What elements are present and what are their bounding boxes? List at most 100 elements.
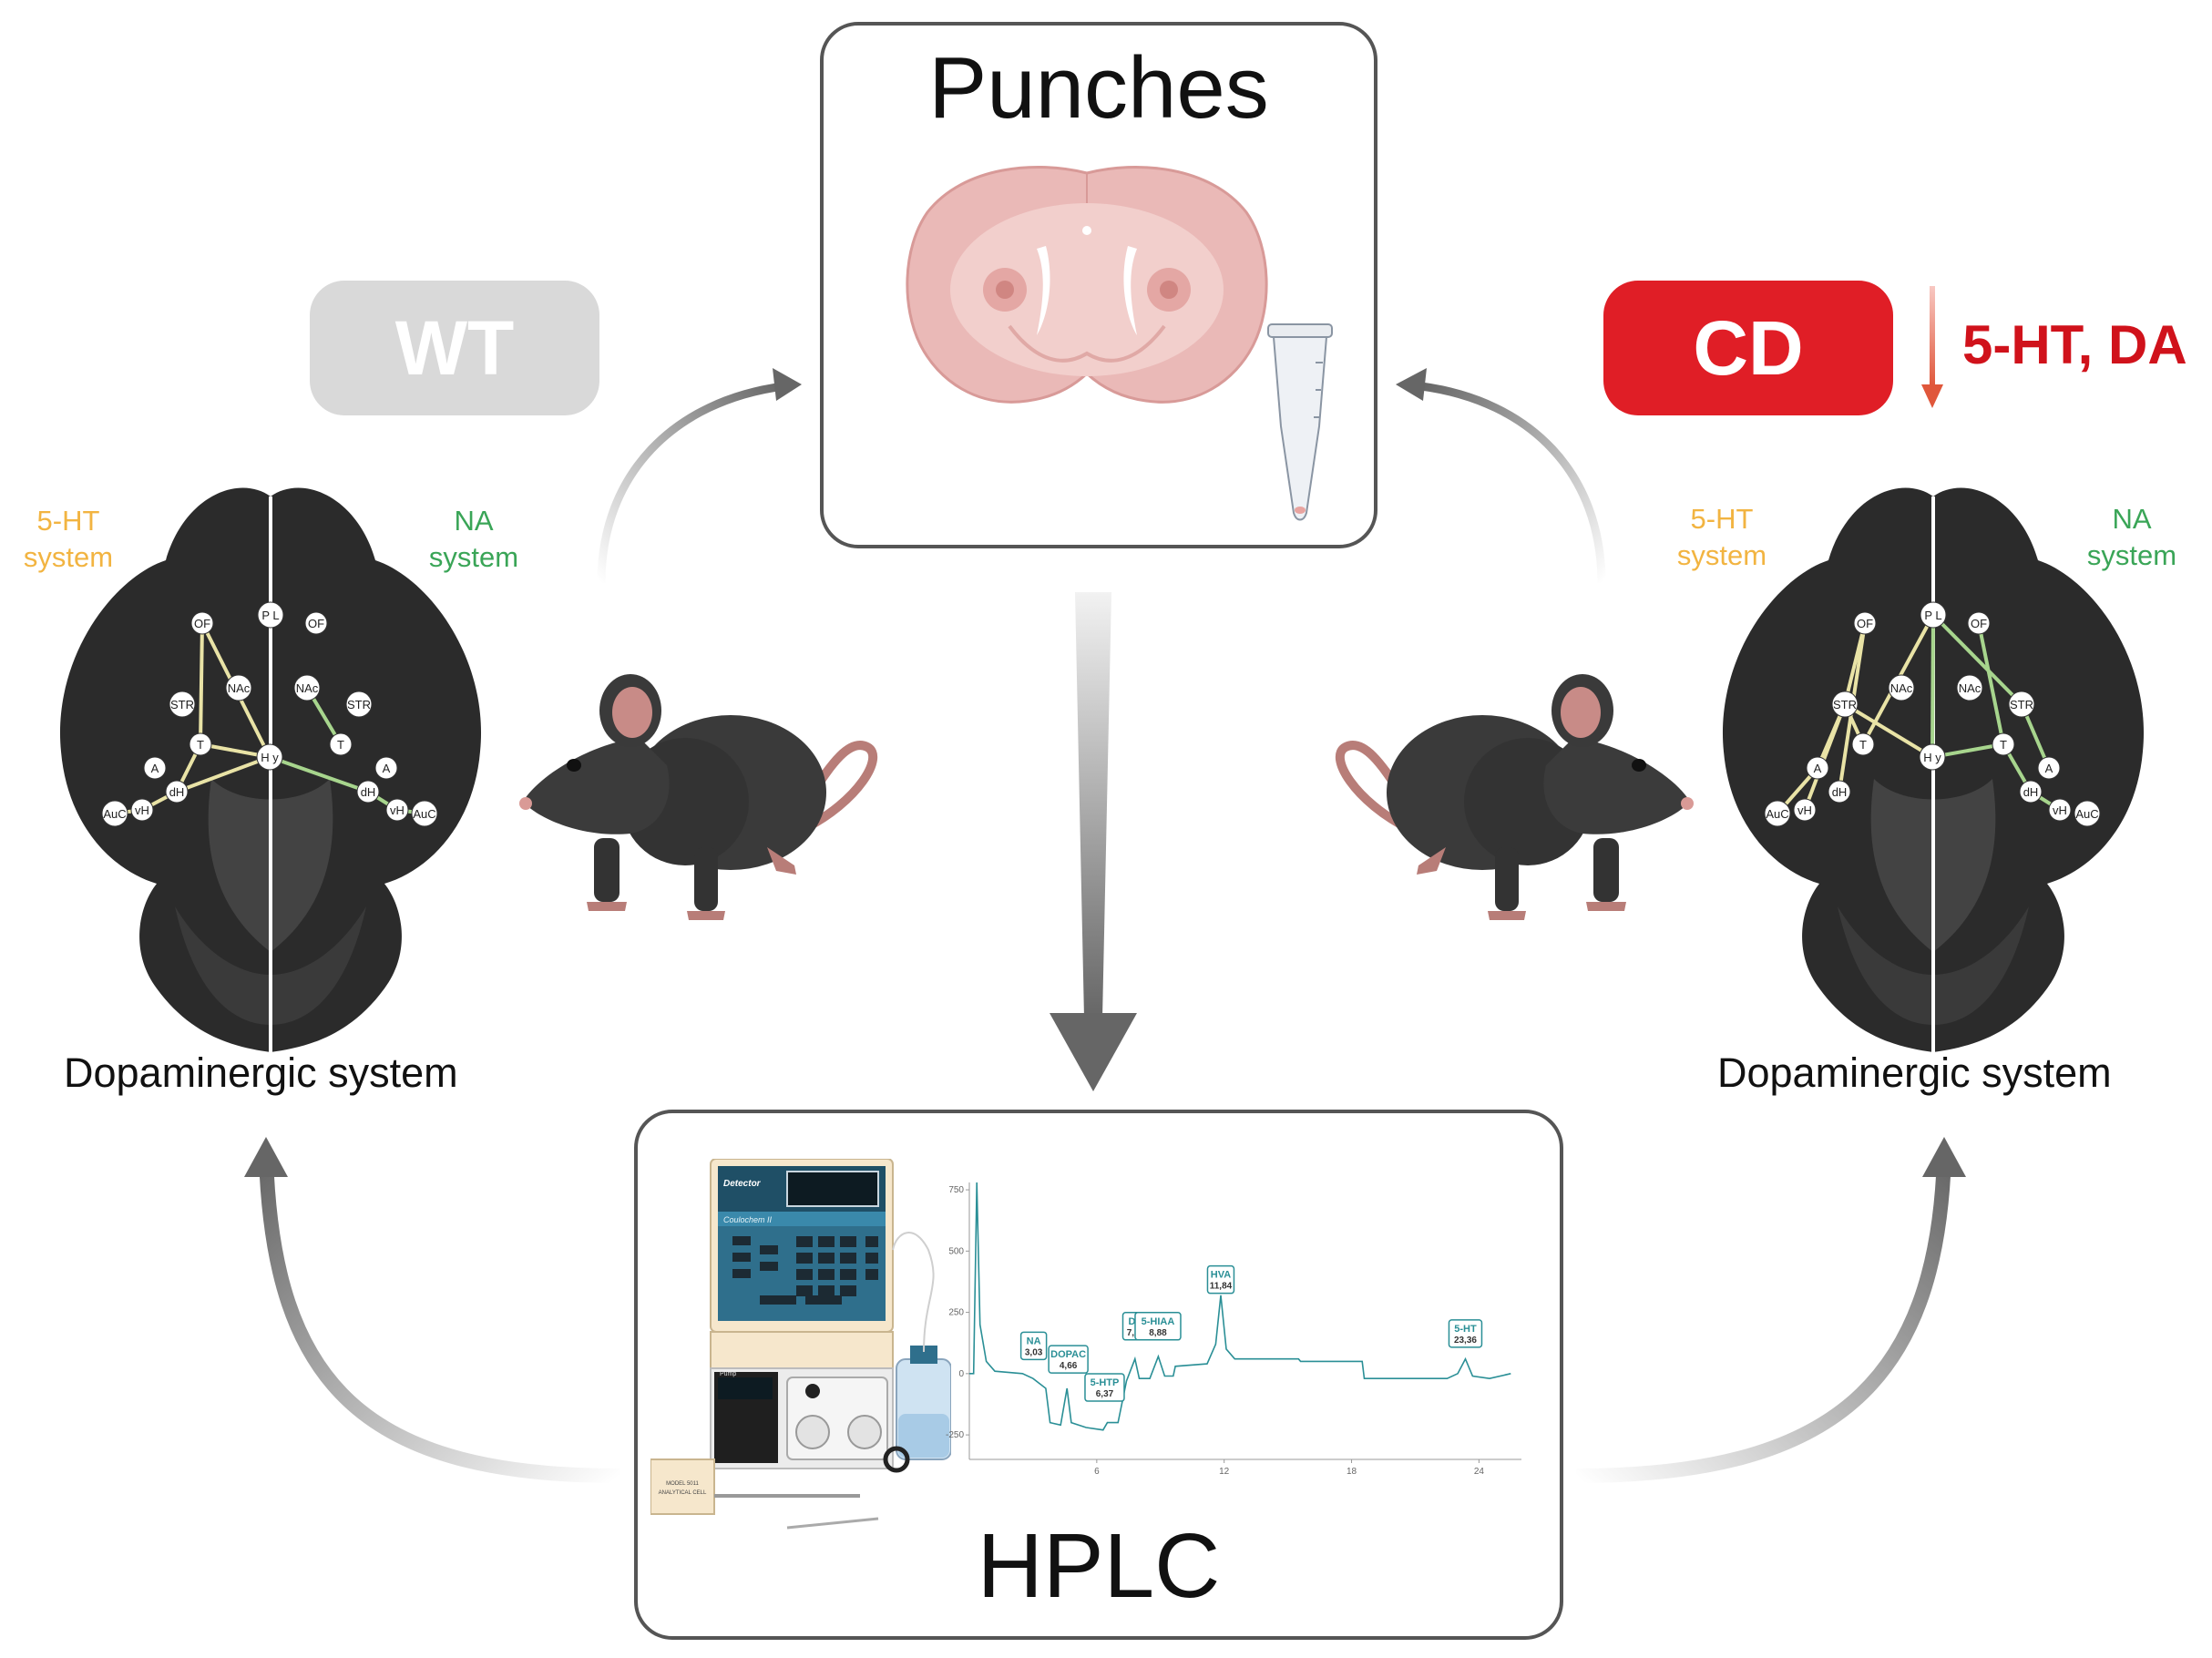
brain-node-label: A — [1814, 762, 1822, 775]
left-5ht-text: 5-HT system — [23, 505, 114, 573]
x-tick-label: 18 — [1347, 1467, 1357, 1477]
brain-node-label: A — [2045, 762, 2053, 775]
brain-node-label: T — [2000, 738, 2007, 752]
brain-node-label: T — [337, 738, 344, 752]
left-na-system-label: NA system — [415, 503, 533, 576]
brain-node-label: STR — [1833, 698, 1857, 711]
brain-node-label: AuC — [2075, 807, 2098, 821]
hplc-panel: HPLC Detector Coulochem II — [634, 1110, 1563, 1640]
x-tick-label: 24 — [1474, 1467, 1485, 1477]
punches-title: Punches — [928, 39, 1269, 137]
cd-group-label: CD — [1603, 281, 1893, 415]
svg-text:11,84: 11,84 — [1210, 1282, 1233, 1292]
brain-node-label: vH — [1797, 803, 1812, 817]
coronal-brain-section — [906, 166, 1268, 404]
punches-panel: Punches — [820, 22, 1377, 548]
svg-text:5-HT: 5-HT — [1454, 1324, 1477, 1335]
detector-label: Detector — [723, 1179, 762, 1189]
brain-node-label: OF — [1857, 617, 1873, 630]
brain-node-label: AuC — [103, 807, 126, 821]
y-tick-label: 250 — [948, 1308, 964, 1318]
brain-node-label: dH — [169, 785, 185, 799]
brain-node-label: OF — [1971, 617, 1987, 630]
right-5ht-text: 5-HT system — [1676, 503, 1767, 571]
pump-label: Pump — [720, 1371, 736, 1377]
brain-node-label: AuC — [1766, 807, 1788, 821]
brain-node-label: A — [151, 762, 159, 775]
x-tick-label: 12 — [1219, 1467, 1230, 1477]
brain-node-label: A — [383, 762, 391, 775]
arrow-hplc-to-wt — [259, 1156, 620, 1483]
right-mouse-icon — [1335, 674, 1694, 920]
svg-text:3,03: 3,03 — [1025, 1347, 1043, 1357]
y-tick-label: 0 — [958, 1369, 964, 1379]
brain-node-label: dH — [2023, 785, 2039, 799]
brain-node-label: H y — [1923, 751, 1941, 764]
brain-node-label: vH — [390, 803, 405, 817]
left-dopaminergic-label: Dopaminergic system — [64, 1049, 458, 1096]
cell-label: MODEL 5011 — [666, 1481, 699, 1487]
brain-node-label: AuC — [413, 807, 435, 821]
y-tick-label: 750 — [948, 1185, 964, 1195]
brain-node-label: T — [1859, 738, 1867, 752]
right-na-text: NA system — [2086, 503, 2177, 571]
brain-node-label: STR — [170, 698, 194, 711]
brain-node-label: NAc — [296, 681, 319, 695]
eppendorf-tube-icon — [1267, 323, 1333, 521]
svg-text:ANALYTICAL CELL: ANALYTICAL CELL — [659, 1490, 707, 1496]
left-na-text: NA system — [428, 505, 519, 573]
cd-effect-label: 5-HT, DA — [1962, 314, 2187, 375]
brain-node-label: NAc — [228, 681, 251, 695]
brain-node-label: vH — [2053, 803, 2067, 817]
arrow-punches-to-hplc — [1075, 592, 1111, 1018]
brain-node-label: STR — [2010, 698, 2033, 711]
arrow-wt-to-punches — [597, 382, 784, 584]
x-tick-label: 6 — [1094, 1467, 1100, 1477]
svg-text:6,37: 6,37 — [1096, 1389, 1114, 1399]
brain-node-label: NAc — [1890, 681, 1913, 695]
left-mouse-icon — [519, 674, 878, 920]
brain-node-label: OF — [308, 617, 324, 630]
brain-node-label: P L — [261, 609, 279, 622]
brain-node-label: dH — [361, 785, 376, 799]
svg-text:5-HIAA: 5-HIAA — [1142, 1316, 1175, 1327]
peak-label: NA3,03 — [1019, 1331, 1048, 1361]
svg-text:5-HTP: 5-HTP — [1091, 1377, 1120, 1388]
brain-node-label: NAc — [1959, 681, 1982, 695]
arrow-hplc-to-cd — [1575, 1156, 1951, 1483]
svg-text:23,36: 23,36 — [1454, 1336, 1477, 1346]
brain-node-label: T — [197, 738, 204, 752]
y-tick-label: 500 — [948, 1246, 964, 1256]
brain-node-label: P L — [1924, 609, 1941, 622]
hplc-instrument: Detector Coulochem II Pump MODEL 5011 AN… — [650, 1158, 952, 1541]
down-arrow-icon — [1921, 286, 1943, 408]
svg-text:HVA: HVA — [1211, 1270, 1231, 1281]
svg-text:DOPAC: DOPAC — [1050, 1349, 1086, 1360]
right-dopaminergic-label: Dopaminergic system — [1717, 1049, 2112, 1096]
model-label: Coulochem II — [723, 1215, 773, 1224]
brain-node-label: OF — [194, 617, 210, 630]
chromatogram-trace — [969, 1182, 1511, 1431]
brain-node-label: dH — [1832, 785, 1848, 799]
wt-group-label: WT — [310, 281, 599, 415]
right-5ht-system-label: 5-HT system — [1663, 501, 1781, 574]
brain-node-label: STR — [347, 698, 371, 711]
brain-node-label: vH — [135, 803, 149, 817]
y-tick-label: -250 — [946, 1430, 964, 1440]
svg-text:8,88: 8,88 — [1149, 1328, 1167, 1338]
svg-text:4,66: 4,66 — [1060, 1361, 1078, 1371]
right-na-system-label: NA system — [2073, 501, 2191, 574]
arrow-cd-to-punches — [1420, 382, 1606, 584]
left-5ht-system-label: 5-HT system — [9, 503, 128, 576]
svg-text:NA: NA — [1027, 1336, 1041, 1346]
brain-node-label: H y — [261, 751, 279, 764]
